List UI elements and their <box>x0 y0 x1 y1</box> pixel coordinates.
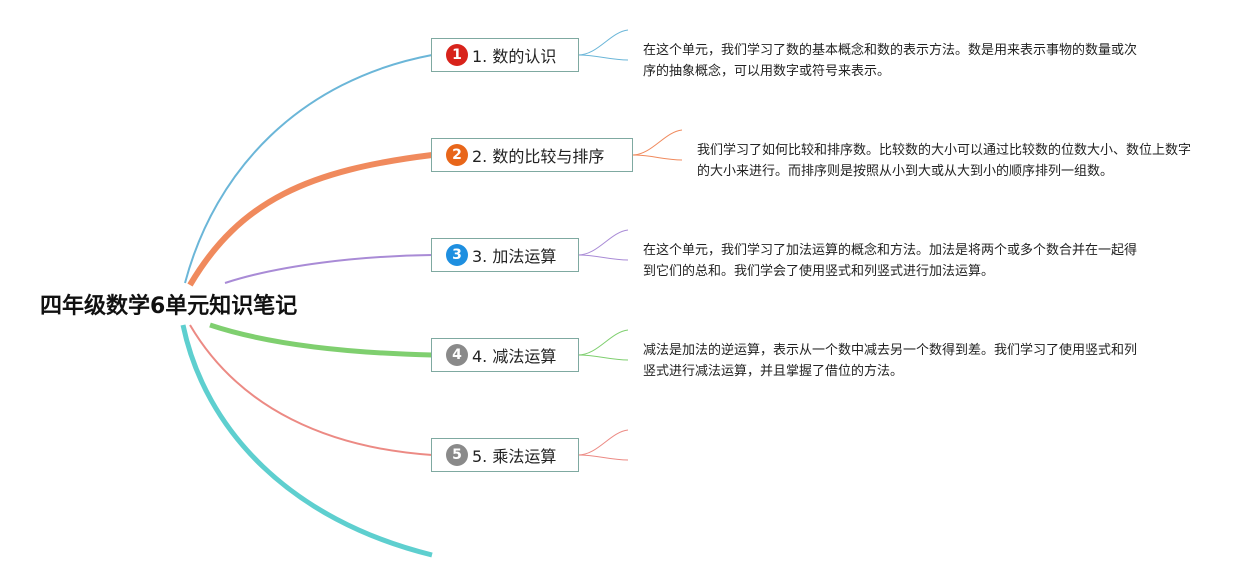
number-badge-1: 1 <box>446 44 468 66</box>
topic-4-label: 4. 减法运算 <box>472 347 557 366</box>
number-badge-3: 3 <box>446 244 468 266</box>
topic-2[interactable]: 2 2. 数的比较与排序 <box>431 138 633 172</box>
topic-3[interactable]: 3 3. 加法运算 <box>431 238 579 272</box>
branch-line-1 <box>184 54 433 284</box>
topic-3-label: 3. 加法运算 <box>472 247 557 266</box>
branch-line-2 <box>187 152 433 287</box>
branch-line-extra <box>180 324 433 558</box>
branch-line-5 <box>189 324 433 456</box>
note-2: 我们学习了如何比较和排序数。比较数的大小可以通过比较数的位数大小、数位上数字的大… <box>697 143 1192 179</box>
topic-1-label: 1. 数的认识 <box>472 47 557 66</box>
note-3: 在这个单元，我们学习了加法运算的概念和方法。加法是将两个或多个数合并在一起得到它… <box>643 243 1138 279</box>
topic-5-label: 5. 乘法运算 <box>472 447 557 466</box>
number-badge-5: 5 <box>446 444 468 466</box>
note-4: 减法是加法的逆运算，表示从一个数中减去另一个数得到差。我们学习了使用竖式和列竖式… <box>643 343 1138 379</box>
branch-line-3 <box>224 254 433 284</box>
fork-3 <box>577 229 629 261</box>
fork-4 <box>577 329 629 361</box>
branch-line-4 <box>209 322 433 358</box>
fork-5 <box>577 429 629 461</box>
topic-1[interactable]: 1 1. 数的认识 <box>431 38 579 72</box>
number-badge-4: 4 <box>446 344 468 366</box>
fork-1 <box>577 29 629 61</box>
fork-2 <box>631 129 683 161</box>
number-badge-2: 2 <box>446 144 468 166</box>
note-1: 在这个单元，我们学习了数的基本概念和数的表示方法。数是用来表示事物的数量或次序的… <box>643 43 1138 79</box>
topic-2-label: 2. 数的比较与排序 <box>472 147 605 166</box>
topic-4[interactable]: 4 4. 减法运算 <box>431 338 579 372</box>
topic-5[interactable]: 5 5. 乘法运算 <box>431 438 579 472</box>
root-topic-title[interactable]: 四年级数学6单元知识笔记 <box>40 294 298 319</box>
